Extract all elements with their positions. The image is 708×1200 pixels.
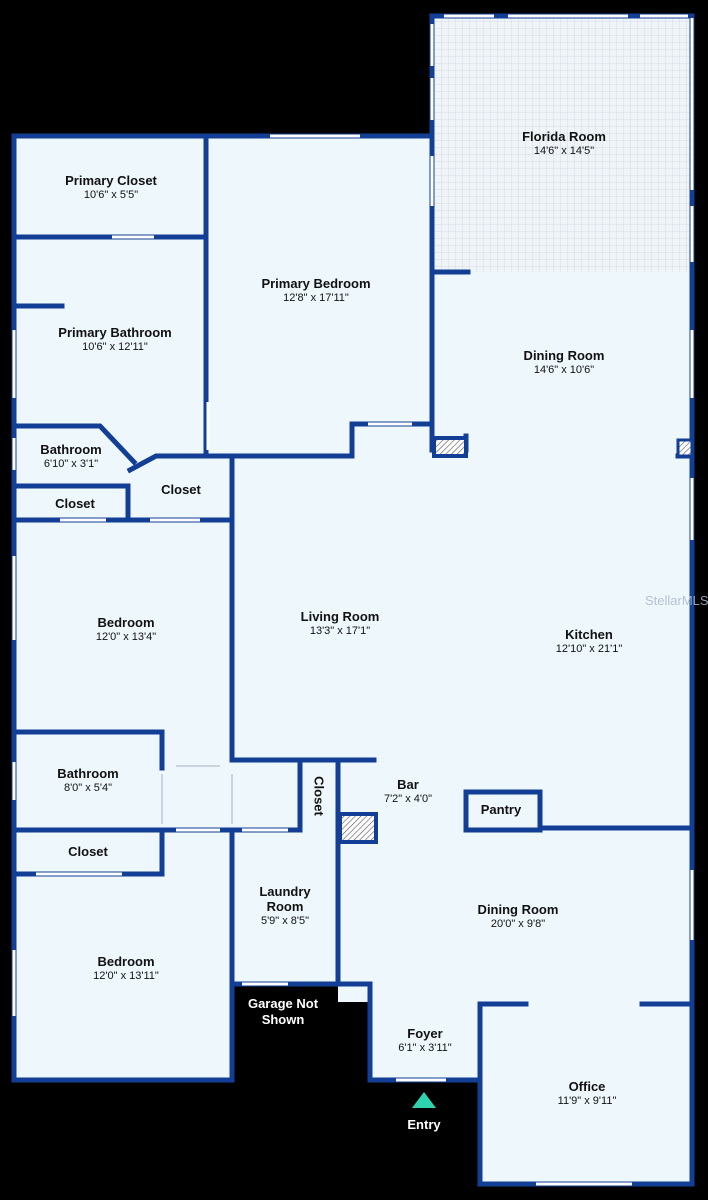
column-block	[432, 436, 468, 458]
room-dimensions: 12'8" x 17'11"	[283, 292, 349, 304]
room-name: Closet	[68, 844, 108, 859]
room-dimensions: 7'2" x 4'0"	[383, 793, 433, 805]
dining-floor	[338, 760, 692, 1002]
garage-note: Garage Not Shown	[228, 996, 338, 1028]
room-label-foyer: Foyer 6'1" x 3'11"	[398, 1026, 451, 1055]
room-label-office: Office 11'9" x 9'11"	[558, 1079, 617, 1108]
room-dimensions: 5'9" x 8'5"	[260, 915, 310, 927]
column-block	[338, 812, 378, 844]
room-dimensions: 13'3" x 17'1"	[309, 625, 371, 637]
room-label-closet-vertical: Closet	[311, 776, 327, 816]
room-label-primary-bathroom: Primary Bathroom 10'6" x 12'11"	[58, 325, 171, 354]
watermark: StellarMLS	[645, 593, 708, 608]
room-label-dining-room-bottom: Dining Room 20'0" x 9'8"	[478, 902, 559, 931]
room-label-pantry: Pantry	[481, 802, 521, 817]
room-dimensions: 20'0" x 9'8"	[490, 918, 546, 930]
room-dimensions: 10'6" x 12'11"	[82, 341, 148, 353]
room-label-closet-lower: Closet	[68, 844, 108, 859]
room-name: Bathroom	[57, 766, 119, 781]
room-name: Living Room	[300, 609, 380, 624]
room-name: Primary Bedroom	[261, 276, 371, 291]
room-label-dining-room-top: Dining Room 14'6" x 10'6"	[524, 348, 605, 377]
room-name: Office	[568, 1079, 606, 1094]
room-dimensions: 12'10" x 21'1"	[555, 643, 623, 655]
room-dimensions: 6'1" x 3'11"	[398, 1042, 452, 1054]
room-name: Dining Room	[477, 902, 559, 917]
room-dimensions: 12'0" x 13'11"	[93, 970, 159, 982]
office-floor	[480, 1000, 692, 1184]
room-label-kitchen: Kitchen 12'10" x 21'1"	[556, 627, 622, 656]
room-name: Kitchen	[565, 627, 613, 642]
room-label-bedroom-upper: Bedroom 12'0" x 13'4"	[96, 615, 156, 644]
room-label-bar: Bar 7'2" x 4'0"	[384, 777, 432, 806]
room-name: Primary Bathroom	[58, 325, 172, 340]
laundry-floor	[232, 830, 338, 984]
room-name: Laundry Room	[259, 884, 311, 914]
room-label-bathroom-lower: Bathroom 8'0" x 5'4"	[57, 766, 118, 795]
room-label-laundry-room: Laundry Room 5'9" x 8'5"	[250, 884, 320, 928]
entry-label: Entry	[407, 1117, 441, 1132]
room-name: Primary Closet	[65, 173, 157, 188]
partition-lines	[161, 765, 233, 824]
triangle-up-icon	[412, 1092, 436, 1108]
room-label-closet-center: Closet	[161, 482, 201, 497]
room-name: Bedroom	[97, 954, 155, 969]
room-label-primary-bedroom: Primary Bedroom 12'8" x 17'11"	[261, 276, 370, 305]
room-name: Pantry	[480, 802, 522, 817]
room-name: Closet	[161, 482, 201, 497]
west-bedrooms-floor	[14, 456, 232, 1080]
room-name: Dining Room	[523, 348, 605, 363]
room-name: Bar	[397, 777, 419, 792]
room-label-living-room: Living Room 13'3" x 17'1"	[301, 609, 380, 638]
room-dimensions: 14'6" x 10'6"	[533, 364, 595, 376]
room-dimensions: 8'0" x 5'4"	[63, 782, 113, 794]
windows	[12, 14, 694, 1186]
room-label-primary-closet: Primary Closet 10'6" x 5'5"	[65, 173, 157, 202]
room-label-bedroom-lower: Bedroom 12'0" x 13'11"	[93, 954, 159, 983]
room-dimensions: 6'10" x 3'1"	[43, 458, 99, 470]
foyer-floor	[370, 1000, 480, 1080]
room-label-bathroom-small: Bathroom 6'10" x 3'1"	[40, 442, 101, 471]
garage-note-line2: Shown	[261, 1012, 305, 1027]
room-dimensions: 14'6" x 14'5"	[533, 145, 595, 157]
room-dimensions: 10'6" x 5'5"	[83, 189, 139, 201]
room-dimensions: 11'9" x 9'11"	[557, 1095, 617, 1107]
room-dimensions: 12'0" x 13'4"	[95, 631, 157, 643]
column-block	[676, 438, 694, 458]
room-name: Bedroom	[97, 615, 155, 630]
florida-room-floor	[432, 16, 692, 274]
room-name: Closet	[55, 496, 95, 511]
room-label-florida-room: Florida Room 14'6" x 14'5"	[522, 129, 606, 158]
room-label-closet-left: Closet	[55, 496, 95, 511]
floor-areas	[14, 16, 692, 1184]
room-name: Florida Room	[522, 129, 606, 144]
room-name: Bathroom	[40, 442, 102, 457]
room-name: Foyer	[407, 1026, 443, 1041]
garage-note-line1: Garage Not	[247, 996, 319, 1011]
